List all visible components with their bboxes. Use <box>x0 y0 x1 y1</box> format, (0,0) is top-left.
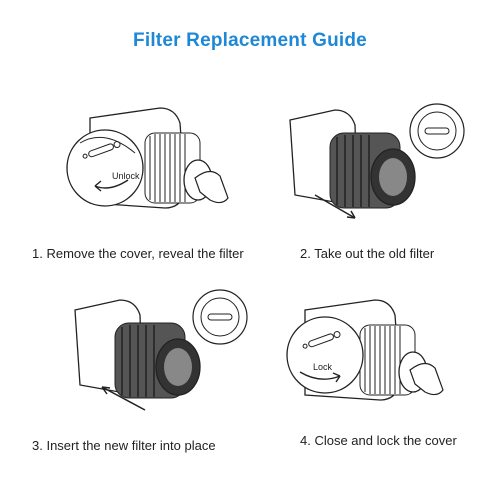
step-3-illustration <box>60 285 260 425</box>
page-title: Filter Replacement Guide <box>133 30 367 51</box>
step-4-illustration: Lock <box>280 280 480 420</box>
step-3-caption: 3. Insert the new filter into place <box>32 438 216 453</box>
step-1-illustration: Unlock <box>50 88 250 228</box>
step-2-illustration <box>275 95 475 235</box>
step-2-caption: 2. Take out the old filter <box>300 246 435 261</box>
step-4-caption: 4. Close and lock the cover <box>300 433 457 448</box>
lock-label: Lock <box>313 362 333 372</box>
unlock-label: Unlock <box>112 171 140 181</box>
step-1-caption: 1. Remove the cover, reveal the filter <box>32 246 244 261</box>
